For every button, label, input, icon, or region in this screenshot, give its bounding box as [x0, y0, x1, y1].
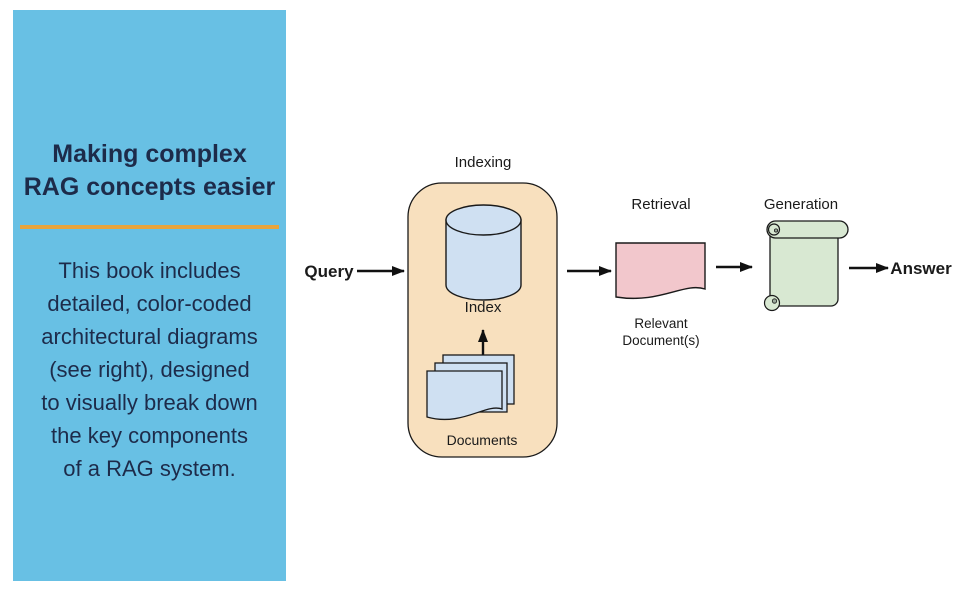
indexing-stage-label: Indexing — [454, 154, 512, 171]
answer-label: Answer — [890, 259, 952, 278]
panel-divider — [20, 225, 279, 229]
query-label: Query — [304, 262, 354, 281]
index-cylinder-icon — [445, 204, 522, 301]
relevant-document-icon — [615, 242, 706, 299]
retrieval-stage-label: Retrieval — [631, 196, 691, 213]
generation-scroll-icon — [763, 220, 849, 312]
index-label: Index — [464, 299, 502, 316]
generation-stage-label: Generation — [763, 196, 839, 213]
documents-stack-icon — [426, 354, 515, 421]
promo-panel: Making complex RAG concepts easier This … — [13, 10, 286, 581]
relevant-documents-label: Relevant Document(s) — [622, 316, 700, 348]
documents-label: Documents — [446, 432, 518, 448]
panel-title: Making complex RAG concepts easier — [23, 140, 276, 201]
panel-body-text: This book includes detailed, color-coded… — [41, 258, 258, 481]
